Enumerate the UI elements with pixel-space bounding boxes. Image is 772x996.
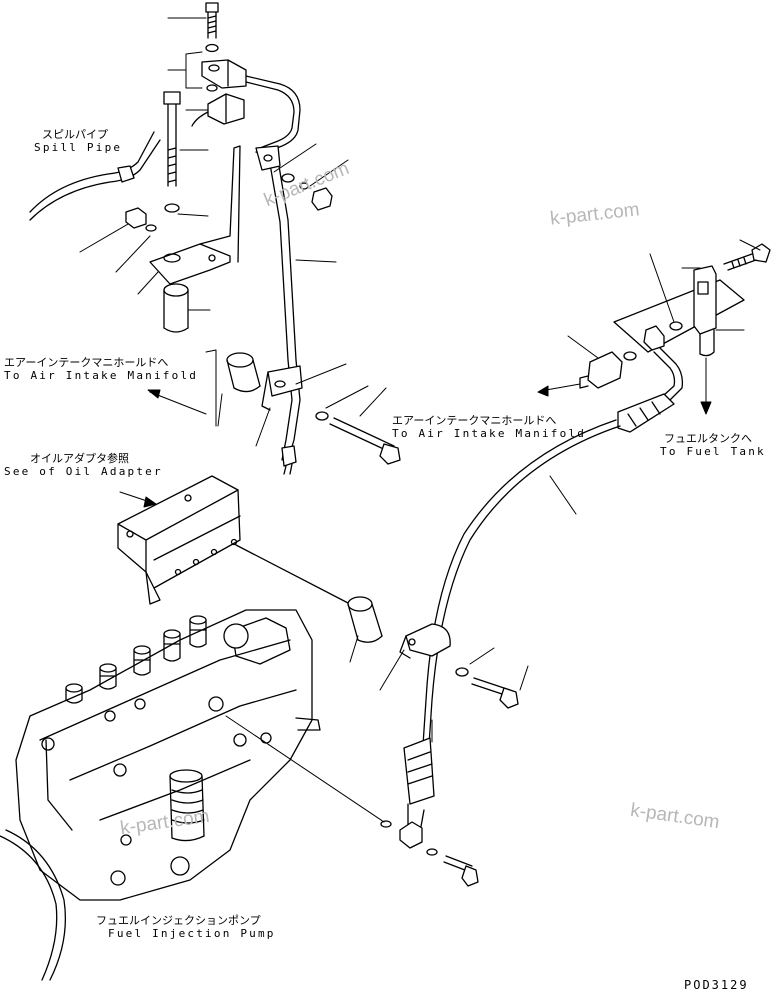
top-bolt — [205, 2, 219, 39]
fuel-hose-lower — [399, 737, 435, 849]
washer — [299, 182, 309, 190]
l-bracket — [149, 145, 241, 285]
label-jp: エアーインテークマニホールドへ — [4, 356, 169, 369]
fuel-hose — [425, 425, 621, 791]
label-air-intake-1: エアーインテークマニホールドへ To Air Intake Manifold — [4, 356, 198, 382]
label-jp: フュエルインジェクションポンプ — [96, 914, 261, 927]
washer — [145, 224, 157, 232]
bolt — [443, 855, 479, 887]
washer — [315, 411, 329, 421]
label-en: To Air Intake Manifold — [392, 427, 587, 440]
washer — [380, 820, 392, 828]
label-en: Fuel Injection Pump — [108, 927, 276, 940]
spacer — [347, 596, 383, 643]
bolt — [329, 417, 401, 465]
bracket-plane — [613, 279, 745, 353]
washer — [623, 351, 637, 361]
drawing-code: POD3129 — [684, 978, 749, 992]
hose-clamp — [399, 623, 451, 659]
eye-joint — [201, 59, 247, 89]
bolt — [723, 243, 771, 271]
spill-pipe-left — [29, 139, 161, 221]
leader — [235, 544, 351, 605]
nut — [125, 207, 147, 229]
washer — [455, 667, 469, 677]
lower-clamp — [261, 365, 303, 411]
arrows — [119, 357, 712, 508]
washer — [669, 321, 683, 331]
washer — [164, 203, 180, 213]
label-jp: オイルアダプタ参照 — [30, 452, 129, 465]
spill-pipe-upper — [245, 75, 301, 155]
fuel-hose-upper — [617, 325, 684, 433]
bolt — [471, 677, 519, 709]
label-oil-adapter: オイルアダプタ参照 See of Oil Adapter — [4, 452, 163, 478]
washer — [426, 848, 438, 856]
long-bolt — [163, 91, 181, 187]
washer — [206, 84, 218, 92]
label-en: To Air Intake Manifold — [4, 369, 199, 382]
label-air-intake-2: エアーインテークマニホールドへ To Air Intake Manifold — [392, 414, 586, 440]
washer — [205, 43, 219, 53]
label-jp: エアーインテークマニホールドへ — [392, 414, 557, 427]
label-jp: フュエルタンクへ — [664, 432, 752, 445]
label-fuel-injection-pump: フュエルインジェクションポンプ Fuel Injection Pump — [96, 914, 276, 940]
pipe-clamp — [255, 145, 281, 171]
pipe-clip — [117, 165, 135, 183]
label-en: Spill Pipe — [34, 141, 123, 154]
fuel-tank-eye-joint — [693, 265, 717, 357]
label-jp: スピルパイプ — [42, 128, 108, 141]
spacer — [226, 352, 261, 393]
air-intake-fitting — [579, 351, 623, 389]
pipe-end — [281, 445, 297, 467]
label-fuel-tank: フュエルタンクへ To Fuel Tank — [660, 432, 766, 458]
washer — [281, 173, 295, 183]
label-en: To Fuel Tank — [660, 445, 766, 458]
oil-adapter-bracket — [117, 475, 241, 605]
label-en: See of Oil Adapter — [4, 465, 163, 478]
spacer — [163, 283, 189, 333]
nut — [311, 187, 333, 211]
leader-lines — [79, 17, 761, 823]
fuel-injection-pump — [0, 609, 321, 981]
label-spill-pipe: スピルパイプ Spill Pipe — [34, 128, 122, 154]
